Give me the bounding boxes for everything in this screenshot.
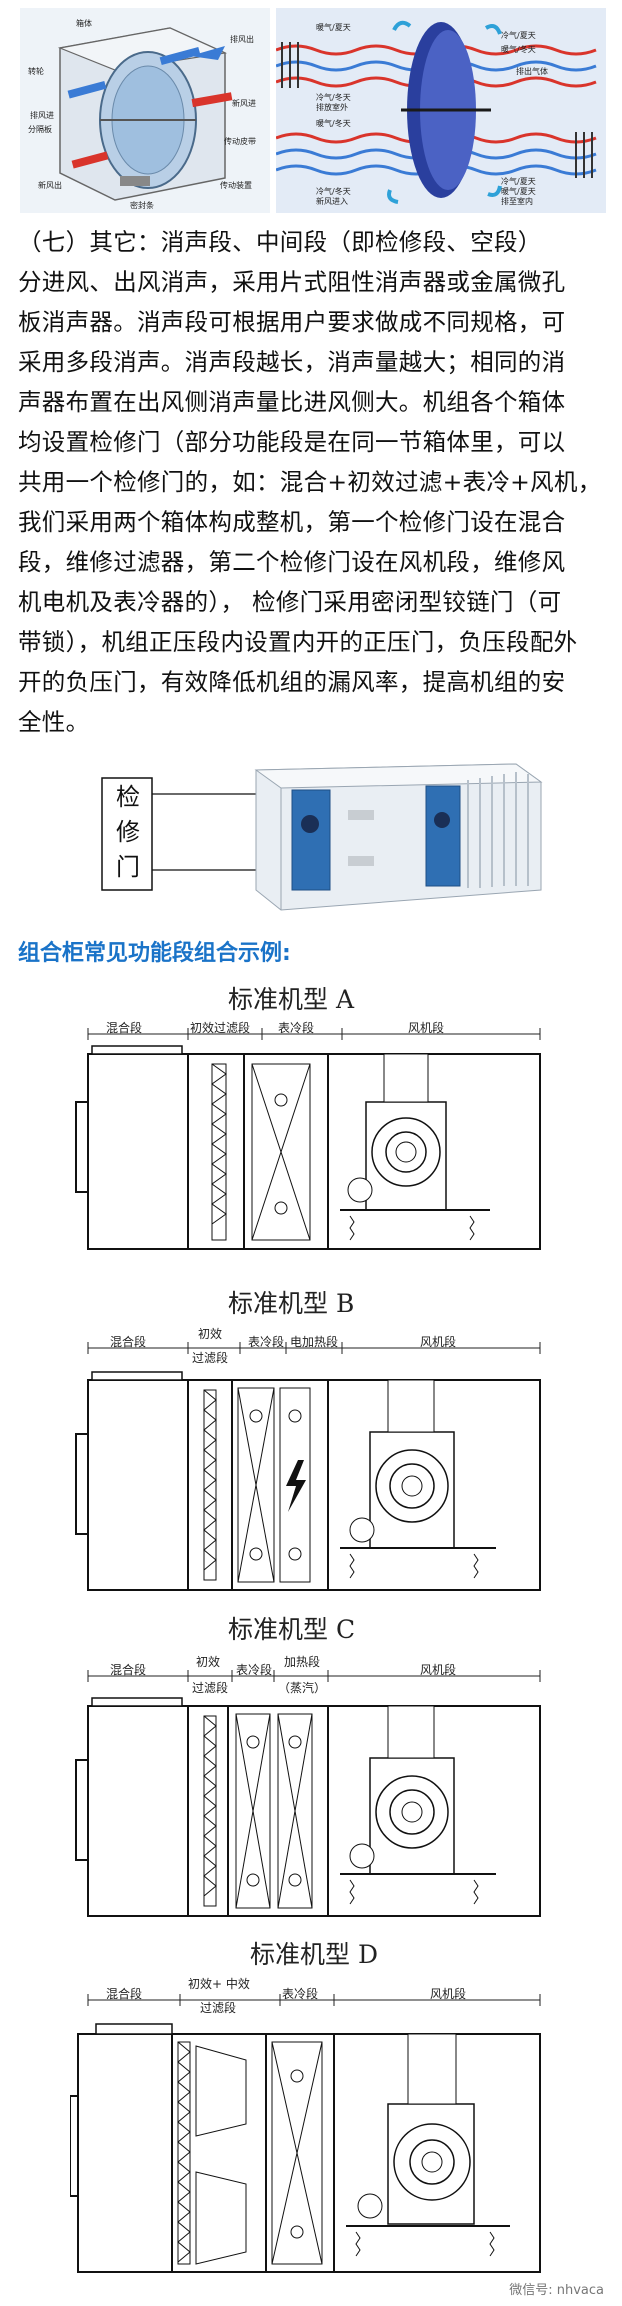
label-warm-summer: 暖气/夏天	[316, 22, 351, 32]
paragraph-line: 共用一个检修门的，如：混合+初效过滤+表冷+风机，	[18, 468, 602, 496]
label-wheel: 转轮	[28, 66, 44, 76]
combo-heading: 组合柜常见功能段组合示例:	[18, 941, 291, 966]
seg-primary: 初效	[198, 1326, 222, 1341]
seg-fan: 风机段	[430, 1986, 466, 2001]
seg-filter: 过滤段	[192, 1680, 228, 1695]
seg-electric-heat: 电加热段	[290, 1334, 338, 1349]
label-seal: 密封条	[130, 200, 154, 210]
inspection-door-figure: 检 修 门	[96, 760, 546, 915]
door-callout-char: 门	[116, 853, 140, 881]
paragraph-line: 段，维修过滤器，第二个检修门设在风机段，维修风	[18, 548, 566, 576]
airflow-diagram: 暖气/夏天 冷气/夏天 冷气/冬天 排放室外 排出气体 暖气/冬天 冷气/冬天 …	[275, 8, 606, 213]
seg-coil: 表冷段	[278, 1020, 314, 1035]
section-heading: （七）其它：消声段、中间段（即检修段、空段）	[18, 228, 542, 256]
model-b-title: 标准机型 B	[228, 1289, 355, 1318]
label-warm-winter: 暖气/冬天	[501, 44, 536, 54]
label-belt: 传动皮带	[224, 136, 256, 146]
label-exhaust-out: 排风出	[230, 34, 254, 44]
seg-heat: 加热段	[284, 1654, 320, 1669]
paragraph-line: 声器布置在出风侧消声量比进风侧大。机组各个箱体	[18, 388, 566, 416]
label-fresh-in-2: 新风进入	[316, 196, 348, 206]
seg-coil: 表冷段	[236, 1662, 272, 1677]
label-exhaust-in: 排风进	[30, 110, 54, 120]
label-fresh-out: 新风出	[38, 180, 62, 190]
label-exhaust-gas: 排出气体	[516, 66, 548, 76]
body-text: （七）其它：消声段、中间段（即检修段、空段） 分进风、出风消声，采用片式阻性消声…	[18, 222, 610, 742]
paragraph-line: 采用多段消声。消声段越长，消声量越大；相同的消	[18, 348, 566, 376]
label-cabinet: 箱体	[76, 18, 92, 28]
model-b-diagram: 混合段 初效 过滤段 表冷段 电加热段 风机段	[70, 1326, 560, 1596]
label-cool-winter-2: 冷气/冬天	[316, 186, 351, 196]
watermark: 微信号: nhvaca	[509, 2283, 604, 2298]
seg-filter: 过滤段	[192, 1350, 228, 1365]
seg-mix: 混合段	[110, 1662, 146, 1677]
model-a-diagram: 混合段 初效过滤段 表冷段 风机段	[70, 1020, 560, 1255]
seg-filter: 过滤段	[200, 2000, 236, 2015]
paragraph-line: 带锁），机组正压段内设置内开的正压门，负压段配外	[18, 628, 578, 656]
model-c-diagram: 混合段 初效 过滤段 表冷段 加热段 （蒸汽） 风机段	[70, 1652, 560, 1922]
model-d-diagram: 混合段 初效+ 中效 过滤段 表冷段 风机段	[69, 1976, 560, 2276]
seg-mix: 混合段	[106, 1986, 142, 2001]
label-cool-winter: 冷气/冬天	[316, 92, 351, 102]
paragraph-line: 分进风、出风消声，采用片式阻性消声器或金属微孔	[18, 268, 566, 296]
label-partition: 分隔板	[28, 124, 52, 134]
seg-fan: 风机段	[420, 1334, 456, 1349]
seg-primary-medium: 初效+ 中效	[188, 1976, 250, 1991]
seg-filter: 初效过滤段	[190, 1020, 250, 1035]
label-to-indoor: 排至室内	[501, 196, 533, 206]
seg-fan: 风机段	[420, 1662, 456, 1677]
seg-steam: （蒸汽）	[278, 1680, 326, 1695]
heat-wheel-diagram: 箱体 转轮 排风出 排风进 分隔板 新风进 新风出 传动皮带 传动装置 密封条	[20, 8, 270, 213]
paragraph-line: 全性。	[18, 708, 90, 736]
paragraph-line: 均设置检修门（部分功能段是在同一节箱体里，可以	[18, 428, 566, 456]
label-warm-winter-2: 暖气/冬天	[316, 118, 351, 128]
model-c-title: 标准机型 C	[228, 1615, 356, 1644]
label-cool-summer-2: 冷气/夏天	[501, 176, 536, 186]
model-d-title: 标准机型 D	[250, 1940, 378, 1969]
label-drive: 传动装置	[220, 180, 252, 190]
label-discharge-out: 排放室外	[316, 102, 348, 112]
paragraph-line: 开的负压门，有效降低机组的漏风率，提高机组的安	[18, 668, 566, 696]
paragraph-line: 机电机及表冷器的）， 检修门采用密闭型铰链门（可	[18, 588, 562, 616]
seg-primary: 初效	[196, 1654, 220, 1669]
paragraph-line: 板消声器。消声段可根据用户要求做成不同规格，可	[18, 308, 566, 336]
seg-mix: 混合段	[106, 1020, 142, 1035]
paragraph-line: 我们采用两个箱体构成整机，第一个检修门设在混合	[18, 508, 566, 536]
label-cool-summer: 冷气/夏天	[501, 30, 536, 40]
seg-fan: 风机段	[408, 1020, 444, 1035]
seg-coil: 表冷段	[248, 1334, 284, 1349]
seg-mix: 混合段	[110, 1334, 146, 1349]
label-warm-summer-2: 暖气/夏天	[501, 186, 536, 196]
model-a-title: 标准机型 A	[228, 985, 355, 1014]
door-callout-char: 检	[116, 783, 140, 811]
label-fresh-in: 新风进	[232, 98, 256, 108]
door-callout-char: 修	[116, 818, 140, 846]
seg-coil: 表冷段	[282, 1986, 318, 2001]
